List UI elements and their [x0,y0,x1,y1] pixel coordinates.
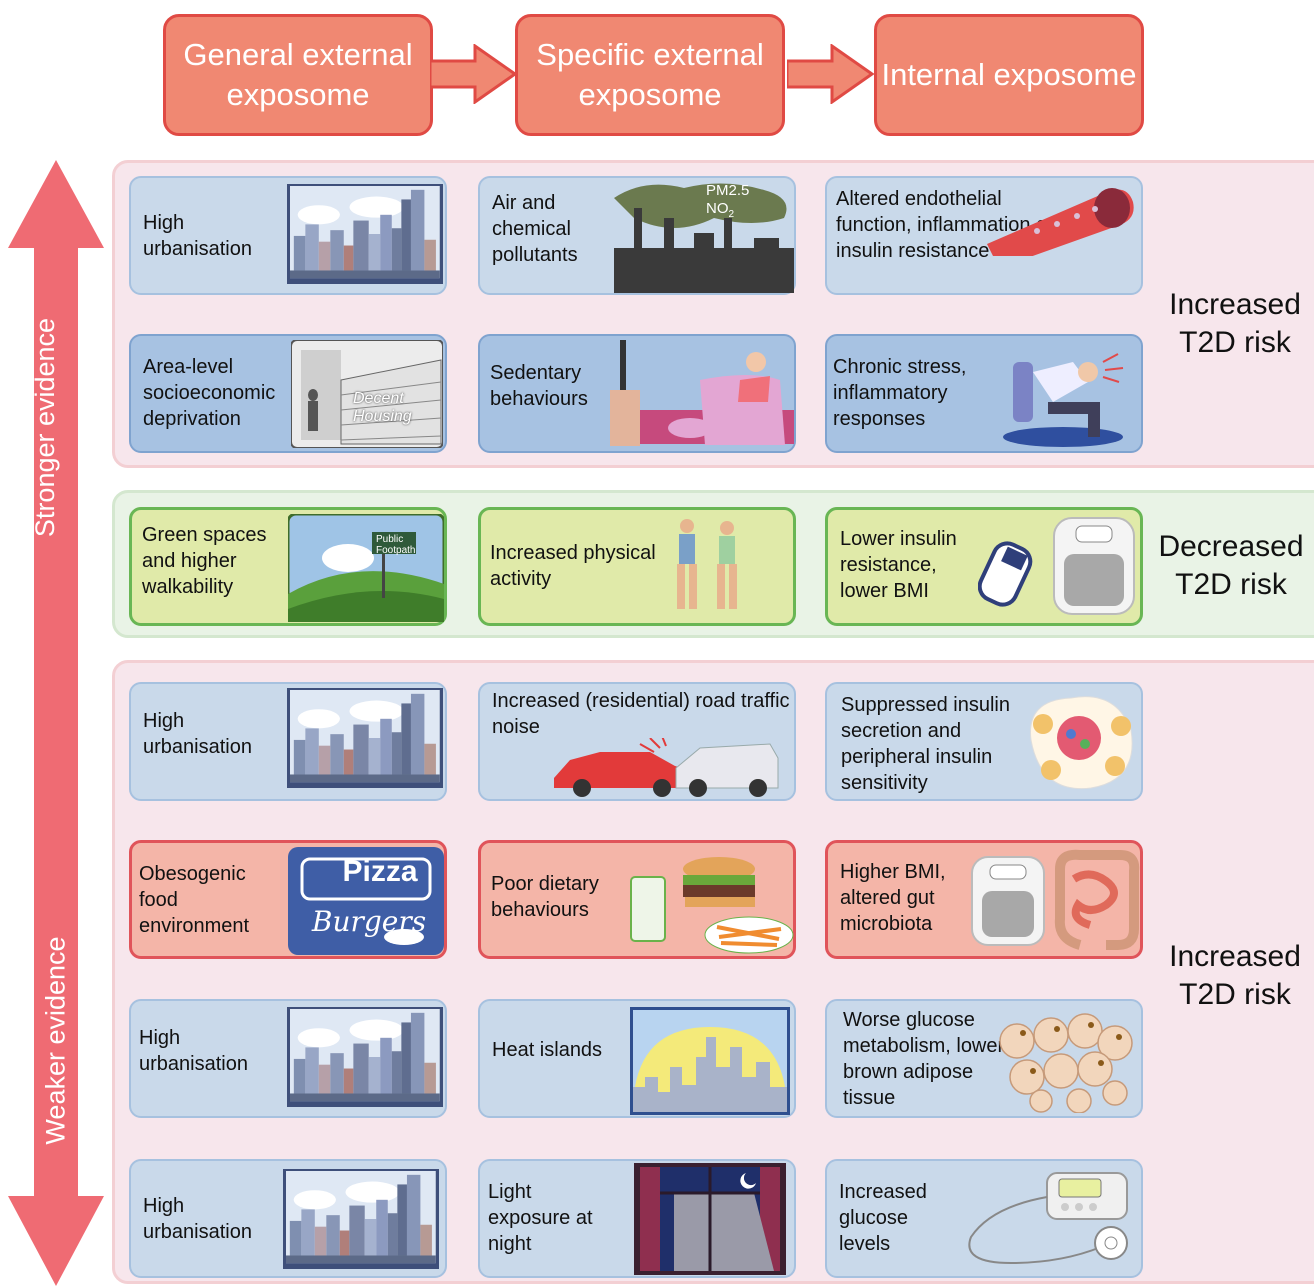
sofa-tv-icon [610,340,794,446]
card-light-exposure-at-night: Light exposure at night [478,1159,796,1278]
insulin-pump-icon [968,1172,1128,1265]
card-label: Air and chemical pollutants [492,192,578,266]
junk-food-icon [630,857,794,954]
factory-smoke-icon [614,183,794,293]
card-insulin-secretion: Suppressed insulin secretion and periphe… [825,682,1143,801]
card-label: High urbanisation [143,212,252,260]
card-label: Lower insulin resistance, lower BMI [840,528,957,602]
card-air-pollutants: Air and chemical pollutants PM2.5 NO2 [478,176,796,295]
card-road-traffic-noise: Increased (residential) road traffic noi… [478,682,796,801]
heat-island-icon [630,1007,790,1115]
card-high-urbanisation-4: High urbanisation [129,1159,447,1278]
card-glucose-metabolism: Worse glucose metabolism, lower brown ad… [825,999,1143,1118]
card-lower-insulin-resistance: Lower insulin resistance, lower BMI [825,507,1143,626]
card-label: Sedentary behaviours [490,362,588,410]
card-label: High urbanisation [143,710,252,758]
card-label: Altered endothelial function, inflammati… [836,188,1070,262]
footpath-sign-text: Public Footpath [376,534,416,556]
stage-internal: Internal exposome [874,14,1144,136]
card-obesogenic-food-environment: Obesogenic food environment Pizza Burger… [129,840,447,959]
stressed-person-icon [1003,353,1124,447]
stage-general-external: General external exposome [163,14,433,136]
stronger-evidence-label: Stronger evidence [30,317,61,538]
card-label: Worse glucose metabolism, lower brown ad… [843,1009,1005,1109]
stage-arrow-1 [430,44,518,104]
card-socioeconomic-deprivation: Area-level socioeconomic deprivation Dec… [129,334,447,453]
stage-arrow-2 [787,44,875,104]
card-label: Suppressed insulin secretion and periphe… [841,694,1010,794]
runners-icon [677,519,737,609]
card-label: Poor dietary behaviours [491,873,599,921]
stage-label: Specific external exposome [536,37,764,112]
pizza-sign-text: Pizza [342,855,418,888]
card-label: Obesogenic food environment [139,863,250,937]
intestine-icon [1054,849,1140,950]
glucose-meter-icon [978,541,1033,607]
card-high-urbanisation-1: High urbanisation [129,176,447,295]
card-label: Higher BMI, altered gut microbiota [840,861,946,935]
card-poor-dietary-behaviours: Poor dietary behaviours [478,840,796,959]
no2-label: NO2 [706,200,735,220]
risk-label-decreased: Decreased T2D risk [1158,530,1304,601]
traffic-cars-icon [554,738,779,797]
card-label: High urbanisation [143,1195,252,1243]
card-label: Area-level socioeconomic deprivation [143,356,276,430]
stage-label: Internal exposome [881,57,1137,92]
card-label: Increased (residential) road traffic noi… [492,690,790,738]
card-sedentary-behaviours: Sedentary behaviours [478,334,796,453]
stage-specific-external: Specific external exposome [515,14,785,136]
graffiti-text: Decent Housing [353,390,412,425]
city-skyline-icon [287,688,443,788]
fast-food-sign-icon [288,847,444,955]
bathroom-scale-icon [1053,517,1135,615]
card-chronic-stress: Chronic stress, inflammatory responses [825,334,1143,453]
stage-label: General external exposome [183,37,413,112]
risk-label-increased-bottom: Increased T2D risk [1169,940,1301,1011]
card-label: Light exposure at night [488,1181,593,1255]
card-endothelial-function: Altered endothelial function, inflammati… [825,176,1143,295]
card-heat-islands: Heat islands [478,999,796,1118]
card-increased-glucose-levels: Increased glucose levels [825,1159,1143,1278]
blood-vessel-icon [987,188,1134,256]
night-window-icon [634,1163,786,1275]
card-label: High urbanisation [139,1027,248,1075]
card-physical-activity: Increased physical activity [478,507,796,626]
brick-wall-icon [291,340,443,448]
brown-adipose-cells-icon [999,1013,1133,1113]
card-label: Increased physical activity [490,542,656,590]
park-footpath-icon [288,514,444,622]
city-skyline-icon [287,184,443,284]
card-label: Heat islands [492,1039,603,1061]
card-green-spaces: Green spaces and higher walkability Publ… [129,507,447,626]
card-high-urbanisation-2: High urbanisation [129,682,447,801]
card-higher-bmi: Higher BMI, altered gut microbiota [825,840,1143,959]
city-skyline-icon [283,1169,439,1269]
city-skyline-icon [287,1007,443,1107]
pm25-label: PM2.5 [706,182,750,199]
weaker-evidence-label: Weaker evidence [40,936,71,1145]
evidence-axis-arrow [8,160,104,1286]
card-label: Increased glucose levels [839,1181,927,1255]
card-label: Chronic stress, inflammatory responses [833,356,967,430]
bathroom-scale-icon [971,856,1045,946]
burgers-sign-text: Burgers [311,905,427,938]
pancreas-cell-icon [1030,696,1133,790]
risk-label-increased-top: Increased T2D risk [1169,288,1301,359]
card-high-urbanisation-3: High urbanisation [129,999,447,1118]
card-label: Green spaces and higher walkability [142,524,267,598]
